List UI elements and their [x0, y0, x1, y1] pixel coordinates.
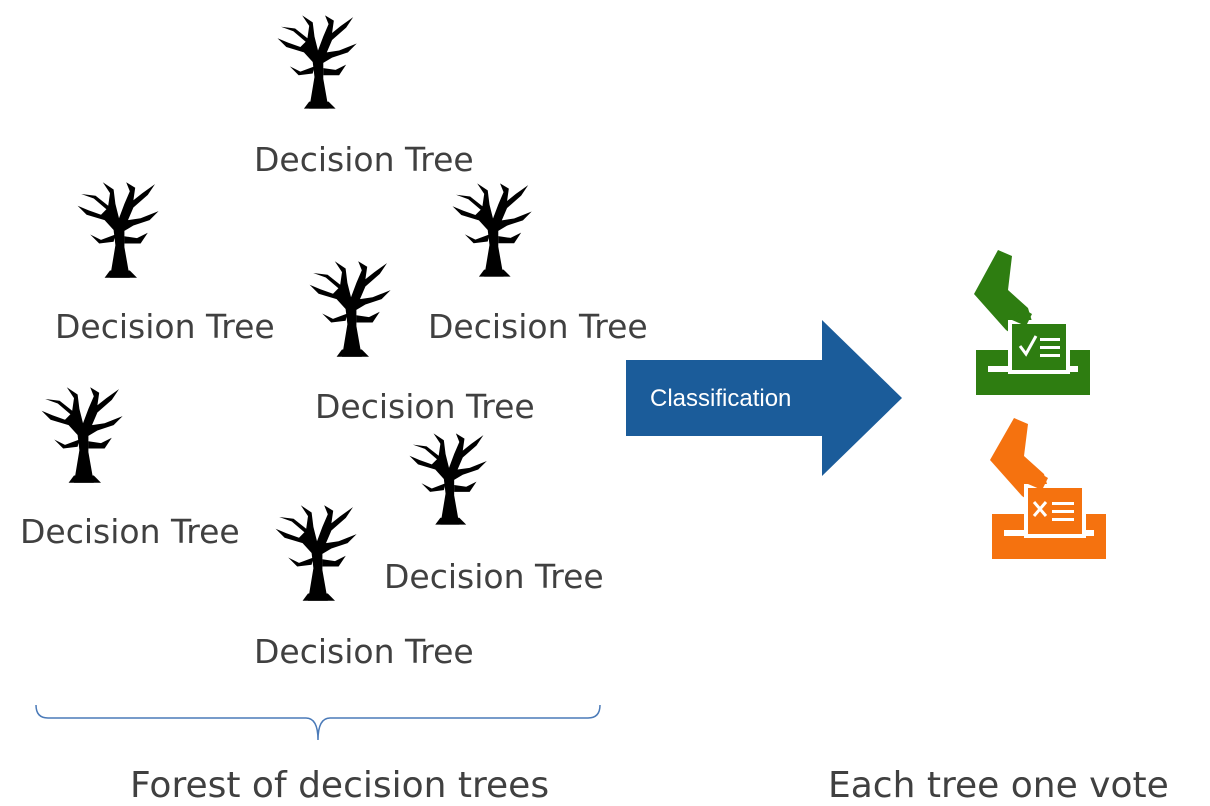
tree-icon — [449, 176, 537, 284]
tree-label-lower-left: Decision Tree — [20, 512, 240, 551]
tree-icon — [274, 6, 362, 118]
ballot-box-reject-icon — [990, 418, 1106, 559]
tree-label-center: Decision Tree — [315, 387, 535, 426]
forest-brace — [35, 704, 601, 741]
tree-icon — [406, 424, 492, 534]
forest-caption: Forest of decision trees — [130, 765, 550, 806]
tree-label-top: Decision Tree — [254, 140, 474, 179]
tree-icon — [38, 380, 128, 490]
ballot-box-approve-icon — [974, 250, 1090, 395]
tree-icon — [74, 176, 164, 284]
tree-icon — [272, 498, 362, 608]
tree-label-left: Decision Tree — [55, 307, 275, 346]
vote-caption: Each tree one vote — [828, 765, 1169, 806]
tree-icon — [306, 254, 396, 364]
classification-arrow — [626, 320, 902, 476]
classification-label: Classification — [650, 385, 792, 412]
tree-label-right: Decision Tree — [428, 307, 648, 346]
tree-label-lower-right: Decision Tree — [384, 557, 604, 596]
tree-label-bottom: Decision Tree — [254, 632, 474, 671]
